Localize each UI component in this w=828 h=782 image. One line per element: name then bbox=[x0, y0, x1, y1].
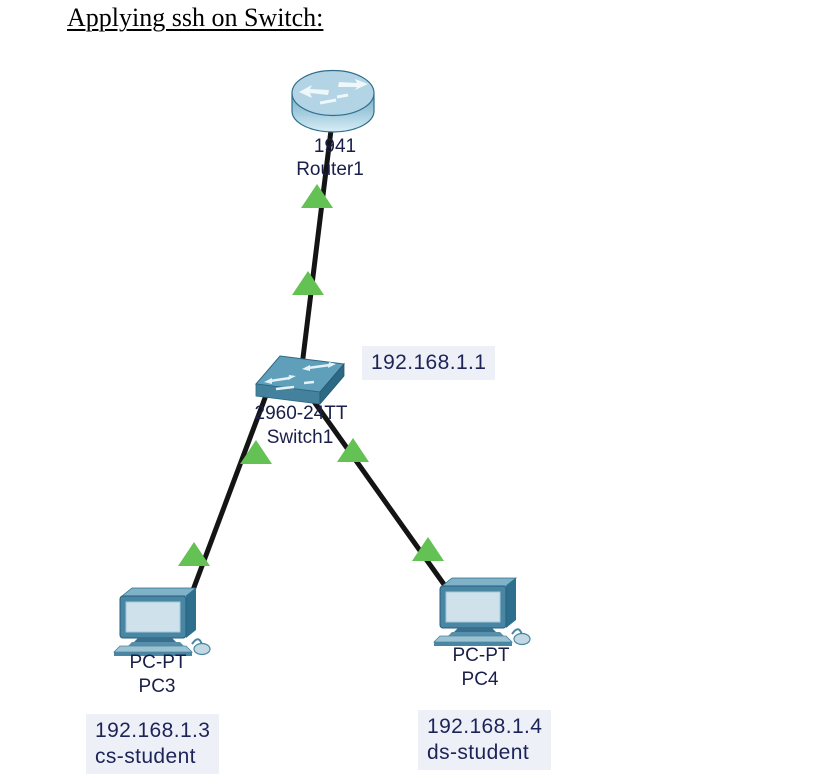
pc4-ip: 192.168.1.4 bbox=[427, 715, 543, 738]
link-status-up-icon bbox=[240, 440, 272, 464]
router-icon[interactable] bbox=[291, 69, 375, 133]
switch-ip-note: 192.168.1.1 bbox=[362, 346, 496, 380]
link-status-up-icon bbox=[178, 542, 210, 566]
link-status-up-icon bbox=[337, 438, 369, 462]
link-status-up-icon bbox=[301, 184, 333, 208]
link-status-up-icon bbox=[292, 271, 324, 295]
cable-switch1-router1 bbox=[298, 119, 335, 377]
switch-name-label: Switch1 bbox=[266, 427, 334, 448]
pc3-name-label: PC3 bbox=[138, 676, 176, 697]
pc4-name-label: PC4 bbox=[461, 669, 499, 690]
pc4-note: 192.168.1.4 ds-student bbox=[418, 710, 552, 770]
pc4-model-label: PC-PT bbox=[452, 645, 510, 666]
pc-icon[interactable] bbox=[433, 577, 531, 646]
router-model-label: 1941 bbox=[313, 136, 357, 157]
router-name-label: Router1 bbox=[296, 159, 364, 180]
pc3-hostname: cs-student bbox=[95, 745, 196, 768]
link-status-up-icon bbox=[412, 537, 444, 561]
pc-icon[interactable] bbox=[113, 587, 211, 656]
pc3-model-label: PC-PT bbox=[129, 652, 187, 673]
page-title: Applying ssh on Switch: bbox=[67, 3, 324, 32]
pc4-hostname: ds-student bbox=[427, 741, 530, 764]
pc3-note: 192.168.1.3 cs-student bbox=[86, 714, 220, 774]
switch-icon[interactable] bbox=[255, 355, 345, 406]
pc3-ip: 192.168.1.3 bbox=[95, 719, 211, 742]
switch-model-label: 2960-24TT bbox=[254, 403, 348, 424]
